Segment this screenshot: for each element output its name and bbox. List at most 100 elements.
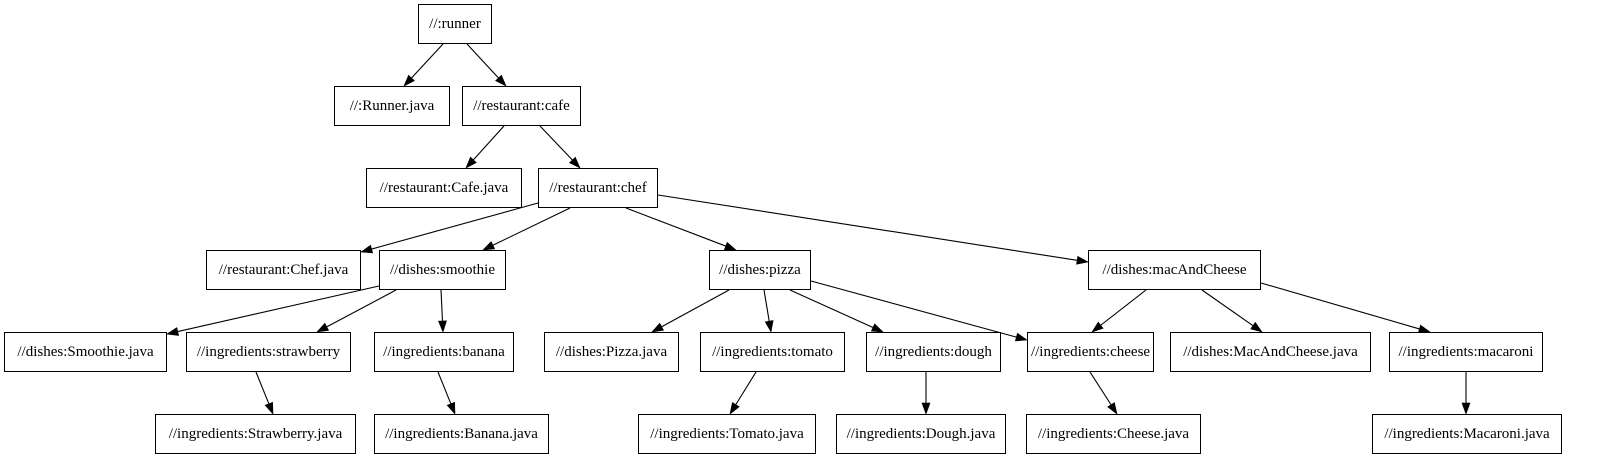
graph-node-ing_dough[interactable]: //ingredients:dough xyxy=(866,332,1001,372)
edge-arrowhead-icon xyxy=(1091,321,1104,333)
graph-node-cheese_java[interactable]: //ingredients:Cheese.java xyxy=(1026,414,1201,454)
graph-node-strawberry_java[interactable]: //ingredients:Strawberry.java xyxy=(155,414,356,454)
edge-line xyxy=(661,289,730,328)
graph-edge xyxy=(466,43,507,87)
graph-edge xyxy=(482,207,571,251)
graph-node-label: //ingredients:tomato xyxy=(712,343,833,360)
graph-node-dishes_smoothie[interactable]: //dishes:smoothie xyxy=(379,250,506,290)
graph-node-label: //ingredients:Strawberry.java xyxy=(168,425,343,442)
graph-node-tomato_java[interactable]: //ingredients:Tomato.java xyxy=(638,414,816,454)
graph-node-ing_tomato[interactable]: //ingredients:tomato xyxy=(700,332,845,372)
edge-line xyxy=(371,202,539,250)
graph-edge xyxy=(1201,289,1263,333)
graph-node-label: //ingredients:Tomato.java xyxy=(650,425,804,442)
graph-node-cafe_java[interactable]: //restaurant:Cafe.java xyxy=(366,168,522,208)
edge-arrowhead-icon xyxy=(360,244,374,254)
graph-node-label: //:Runner.java xyxy=(349,97,435,114)
edge-arrowhead-icon xyxy=(264,401,274,415)
graph-node-label: //ingredients:Dough.java xyxy=(846,425,996,442)
edge-arrowhead-icon xyxy=(723,241,737,251)
edge-arrowhead-icon xyxy=(729,402,740,415)
graph-node-banana_java[interactable]: //ingredients:Banana.java xyxy=(374,414,549,454)
edge-arrowhead-icon xyxy=(495,74,507,87)
graph-node-macaroni_java[interactable]: //ingredients:Macaroni.java xyxy=(1372,414,1562,454)
edge-line xyxy=(657,194,1078,261)
graph-edge xyxy=(438,289,447,333)
edge-arrowhead-icon xyxy=(482,241,496,251)
edge-arrowhead-icon xyxy=(921,402,931,415)
graph-node-label: //ingredients:cheese xyxy=(1030,343,1151,360)
graph-node-dough_java[interactable]: //ingredients:Dough.java xyxy=(836,414,1006,454)
edge-arrowhead-icon xyxy=(166,327,179,336)
graph-edge xyxy=(1461,372,1471,415)
graph-edge xyxy=(729,371,757,415)
graph-node-ing_cheese[interactable]: //ingredients:cheese xyxy=(1027,332,1154,372)
graph-node-runner_java[interactable]: //:Runner.java xyxy=(334,86,450,126)
graph-node-label: //restaurant:Chef.java xyxy=(218,261,349,278)
graph-node-ing_banana[interactable]: //ingredients:banana xyxy=(374,332,514,372)
graph-node-macncheese_java[interactable]: //dishes:MacAndCheese.java xyxy=(1170,332,1371,372)
graph-edge xyxy=(360,202,539,254)
graph-node-label: //dishes:Pizza.java xyxy=(555,343,668,360)
edge-line xyxy=(440,289,444,322)
graph-edge xyxy=(657,194,1089,265)
graph-node-restaurant_chef[interactable]: //restaurant:chef xyxy=(538,168,658,208)
edge-arrowhead-icon xyxy=(1014,332,1028,342)
graph-node-smoothie_java[interactable]: //dishes:Smoothie.java xyxy=(4,332,167,372)
edge-line xyxy=(810,280,1017,338)
graph-node-label: //ingredients:dough xyxy=(875,343,992,360)
graph-edge xyxy=(1091,289,1147,333)
edge-arrowhead-icon xyxy=(438,320,447,333)
graph-edge xyxy=(166,285,380,336)
graph-node-restaurant_cafe[interactable]: //restaurant:cafe xyxy=(462,86,581,126)
edge-arrowhead-icon xyxy=(1250,321,1263,333)
graph-node-label: //dishes:smoothie xyxy=(390,261,495,278)
edge-line xyxy=(411,43,444,79)
edge-arrowhead-icon xyxy=(569,156,581,169)
graph-node-label: //dishes:MacAndCheese.java xyxy=(1183,343,1358,360)
graph-node-runner[interactable]: //:runner xyxy=(418,4,492,44)
edge-arrowhead-icon xyxy=(316,322,330,333)
graph-node-label: //ingredients:macaroni xyxy=(1398,343,1534,360)
graph-node-label: //ingredients:banana xyxy=(383,343,505,360)
graph-edge xyxy=(437,371,456,415)
edge-line xyxy=(539,125,573,161)
graph-node-label: //ingredients:strawberry xyxy=(196,343,341,360)
graph-edge xyxy=(651,289,730,333)
edge-arrowhead-icon xyxy=(1076,255,1089,265)
graph-node-label: //dishes:pizza xyxy=(719,261,801,278)
edge-line xyxy=(492,207,571,246)
edge-line xyxy=(255,371,270,405)
graph-edge xyxy=(810,280,1028,342)
graph-node-dishes_pizza[interactable]: //dishes:pizza xyxy=(709,250,811,290)
graph-node-dishes_macncheese[interactable]: //dishes:macAndCheese xyxy=(1088,250,1261,290)
edge-line xyxy=(437,371,452,405)
graph-edge xyxy=(625,207,737,251)
edge-line xyxy=(466,43,499,79)
edge-line xyxy=(789,289,874,328)
graph-edge xyxy=(316,289,397,333)
edge-arrowhead-icon xyxy=(1461,402,1471,415)
graph-node-ing_strawberry[interactable]: //ingredients:strawberry xyxy=(186,332,351,372)
graph-node-chef_java[interactable]: //restaurant:Chef.java xyxy=(206,250,361,290)
graph-node-label: //dishes:Smoothie.java xyxy=(17,343,154,360)
graph-edge xyxy=(255,371,274,415)
edge-arrowhead-icon xyxy=(1107,402,1118,415)
graph-edge xyxy=(465,125,505,169)
edge-arrowhead-icon xyxy=(651,322,665,333)
edge-arrowhead-icon xyxy=(764,320,774,333)
graph-node-label: //:runner xyxy=(429,15,481,32)
graph-node-label: //dishes:macAndCheese xyxy=(1102,261,1247,278)
edge-line xyxy=(763,289,770,322)
graph-node-label: //restaurant:cafe xyxy=(473,97,570,114)
graph-node-ing_macaroni[interactable]: //ingredients:macaroni xyxy=(1389,332,1543,372)
graph-edge xyxy=(1089,371,1118,415)
graph-node-label: //restaurant:chef xyxy=(549,179,647,196)
edge-line xyxy=(1100,289,1147,326)
graph-node-pizza_java[interactable]: //dishes:Pizza.java xyxy=(544,332,679,372)
edge-line xyxy=(1260,282,1420,330)
graph-node-label: //restaurant:Cafe.java xyxy=(379,179,509,196)
edge-line xyxy=(1089,371,1112,406)
